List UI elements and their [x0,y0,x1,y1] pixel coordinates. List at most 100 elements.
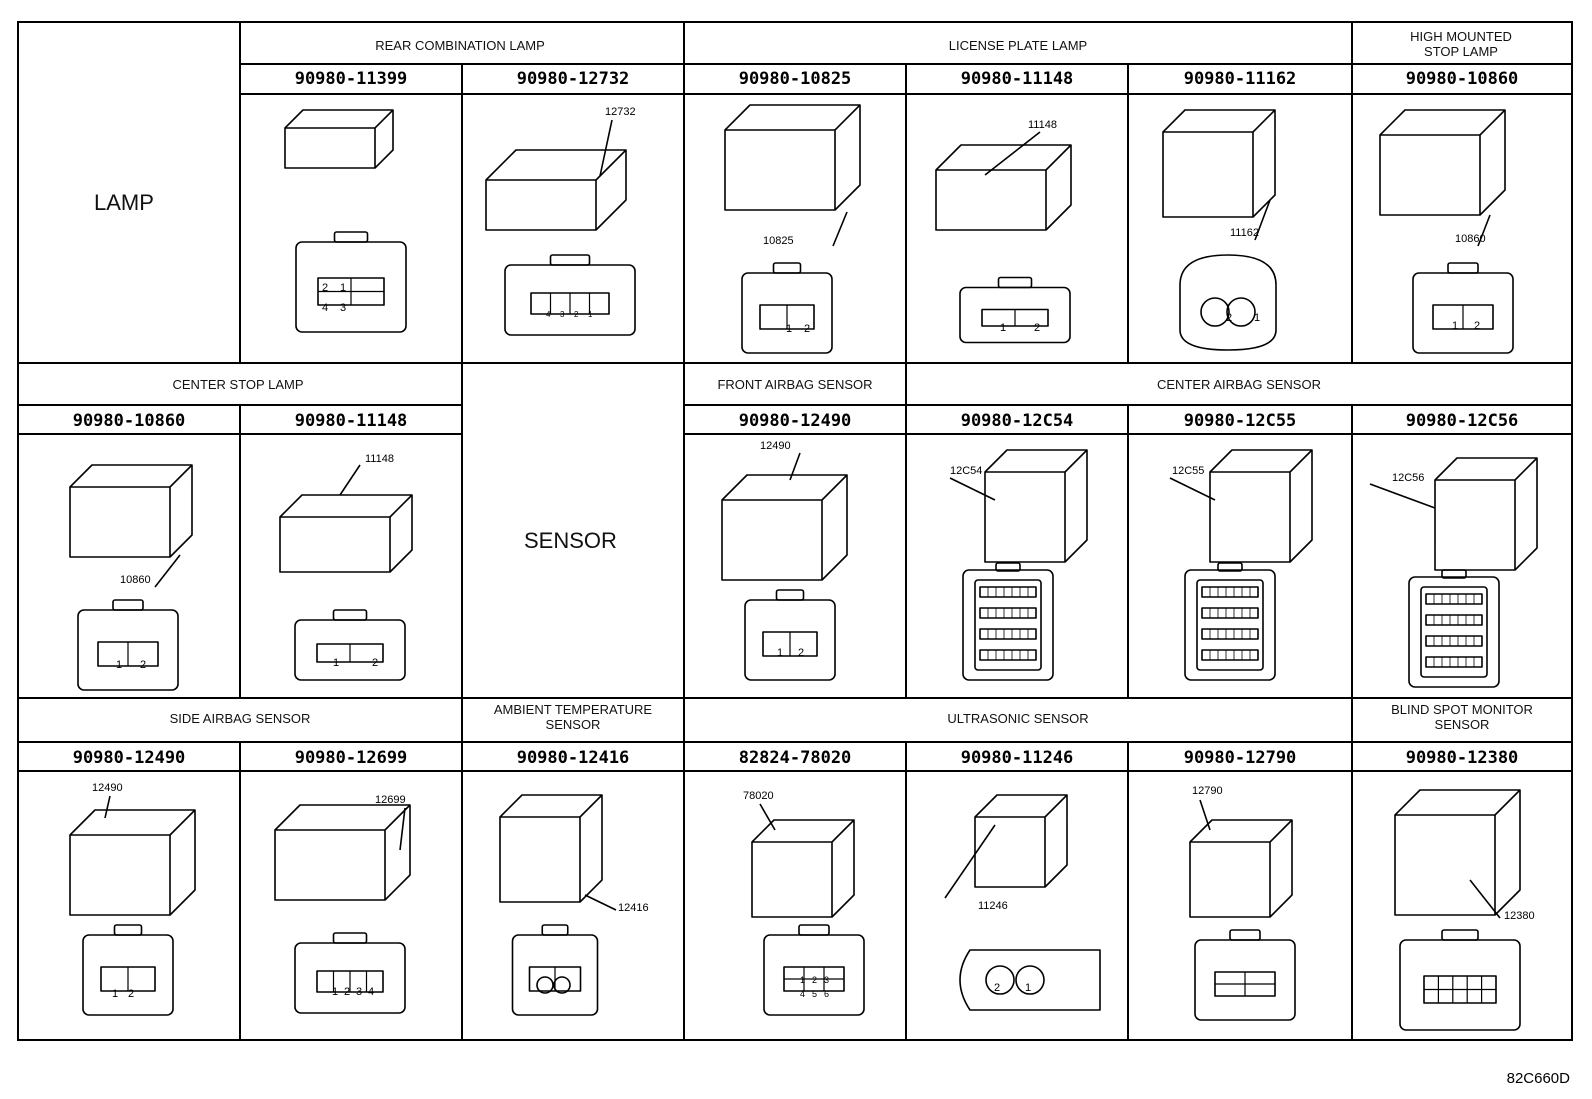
pin-hole [985,965,1015,995]
part-number: 90980-11148 [294,411,408,431]
sensor-label: SENSOR [524,528,617,553]
group-ultrasonic-sensor: ULTRASONIC SENSOR [947,711,1089,726]
part-number: 90980-12C54 [960,411,1074,431]
leader-line [584,894,617,911]
connector-body [284,109,394,169]
pin-label: 1 [1000,322,1007,334]
latch [775,589,805,601]
connector-body [1394,789,1521,916]
pin-label: 2 [140,659,147,671]
leader-line [599,119,613,177]
leader-line [1199,799,1211,831]
pin-label: 2 [1474,320,1481,332]
connector-body [935,144,1072,231]
pin-label: 1 [1254,312,1261,324]
part-number: 90980-11162 [1183,69,1297,89]
group-ambient-temperature-sensor: AMBIENT TEMPERATURE SENSOR [493,702,653,732]
pin-label: 1 [340,282,347,294]
pin-row [1201,649,1259,661]
connector-edge [275,804,411,900]
pin-label: 2 [1226,312,1233,324]
leader-line [1254,199,1271,241]
pin-label: 1 [800,975,806,985]
part-number: 90980-10860 [1405,69,1519,89]
part-number: 90980-12699 [294,748,408,768]
callout-label: 10860 [1455,233,1486,245]
part-number: 90980-11399 [294,69,408,89]
connector-body [1209,449,1313,563]
leader-line [399,807,406,851]
group-front-airbag-sensor: FRONT AIRBAG SENSOR [717,377,873,392]
connector-edge [1395,789,1521,915]
connector-edge [70,464,193,557]
connector-edge [70,809,196,915]
pin-hole [536,976,554,994]
pin-label: 4 [800,989,806,999]
connector-face [959,949,1101,1011]
figure-code: 82C660D [1506,1070,1570,1087]
connector-body [984,449,1088,563]
group-side-airbag-sensor: SIDE AIRBAG SENSOR [169,711,311,726]
pin-label: 4 [368,986,375,998]
callout-label: 11246 [978,900,1008,912]
connector-edge [725,104,861,210]
part-number: 90980-12490 [738,411,852,431]
latch [541,924,569,936]
pin-label: 1 [786,323,793,335]
connector-body [1189,819,1293,918]
leader-line [984,131,1041,176]
pin-label: 2 [804,323,811,335]
connector-body [1434,457,1538,571]
callout-label: 78020 [743,790,774,802]
pin-label: 1 [588,310,593,319]
leader-line [832,211,848,247]
connector-body [499,794,603,903]
callout-label: 12416 [618,902,649,914]
connector-edge [285,109,394,168]
callout-label: 10860 [120,574,151,586]
pin-label: 1 [333,657,340,669]
connector-edge [486,149,627,230]
connector-body [69,809,196,916]
pin-label: 2 [1034,322,1041,334]
leader-line [154,554,181,588]
part-number: 90980-10860 [72,411,186,431]
latch [1229,929,1261,941]
leader-line [339,464,361,496]
group-license-plate-lamp: LICENSE PLATE LAMP [948,38,1088,53]
pin-row [1425,614,1483,626]
leader-line [104,795,111,819]
latch [798,924,830,936]
pin-label: 3 [824,975,830,985]
leader-line [1369,483,1436,509]
pin-row [979,649,1037,661]
callout-label: 12699 [375,794,406,806]
part-number: 90980-12490 [72,748,186,768]
latch [1441,569,1467,579]
pin-row [979,586,1037,598]
pin-label: 3 [560,310,565,319]
connector-body [1162,109,1276,218]
pin-label: 4 [546,310,551,319]
part-number: 90980-10825 [738,69,852,89]
latch [997,276,1033,289]
connector-face [1179,254,1277,351]
part-number: 90980-12416 [516,748,630,768]
connector-body [485,149,627,231]
connector-edge [1380,109,1506,215]
part-number: 90980-12380 [1405,748,1519,768]
connector-body [279,494,413,573]
group-blind-spot-monitor-sensor: BLIND SPOT MONITOR SENSOR [1391,702,1533,732]
pin-row [1425,656,1483,668]
connector-edge [1190,819,1293,917]
latch [995,562,1021,572]
latch [1447,262,1479,274]
callout-label: 12790 [1192,785,1223,797]
connector-edge [936,144,1072,230]
leader-line [1477,214,1491,247]
connector-body [274,804,411,901]
leader-line [759,803,776,831]
connector-face [962,569,1054,681]
part-number: 90980-12C55 [1183,411,1297,431]
connector-edge [1210,449,1313,562]
